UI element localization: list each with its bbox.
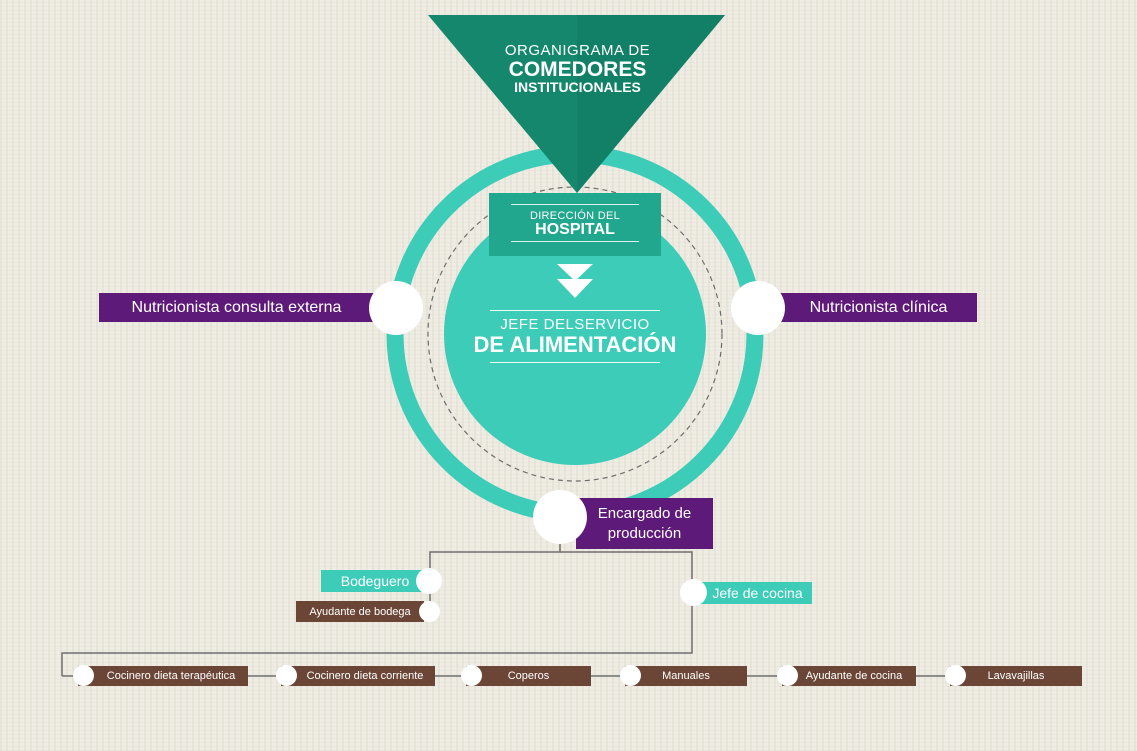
node-dot-encargado bbox=[533, 490, 587, 544]
header-triangle-shade bbox=[577, 15, 725, 193]
node-dot-left bbox=[369, 281, 423, 335]
node-dot-bodeguero bbox=[416, 568, 442, 594]
role-nutricionista-consulta-externa[interactable]: Nutricionista consulta externa bbox=[99, 293, 374, 322]
role-lavavajillas[interactable]: Lavavajillas bbox=[950, 666, 1082, 686]
connector-encargado-bodega bbox=[429, 543, 561, 612]
node-dot-right bbox=[731, 281, 785, 335]
divider bbox=[490, 310, 660, 311]
role-cocinero-dieta-terapeutica[interactable]: Cocinero dieta terapéutica bbox=[78, 666, 248, 686]
down-arrow-icon bbox=[557, 264, 593, 298]
divider bbox=[511, 204, 639, 205]
role-nutricionista-clinica[interactable]: Nutricionista clínica bbox=[780, 293, 977, 322]
node-dot-staff bbox=[620, 665, 641, 686]
role-jefe-cocina[interactable]: Jefe de cocina bbox=[693, 582, 812, 604]
node-dot-staff bbox=[276, 665, 297, 686]
role-ayudante-bodega[interactable]: Ayudante de bodega bbox=[296, 601, 424, 622]
direccion-hospital-box[interactable]: DIRECCIÓN DEL HOSPITAL bbox=[489, 193, 661, 256]
role-manuales[interactable]: Manuales bbox=[625, 666, 747, 686]
inner-circle bbox=[444, 203, 706, 465]
role-bodeguero[interactable]: Bodeguero bbox=[321, 570, 429, 592]
node-dot-ayudante-bodega bbox=[419, 601, 440, 622]
node-dot-staff bbox=[461, 665, 482, 686]
connector-jefe-cocina-staff bbox=[61, 592, 693, 676]
dashed-ring bbox=[427, 186, 723, 482]
role-cocinero-dieta-corriente[interactable]: Cocinero dieta corriente bbox=[281, 666, 435, 686]
jefe-line1: JEFE DELSERVICIO bbox=[500, 316, 650, 333]
role-ayudante-cocina[interactable]: Ayudante de cocina bbox=[782, 666, 916, 686]
direccion-line1: DIRECCIÓN DEL bbox=[529, 210, 621, 222]
jefe-line2: DE ALIMENTACIÓN bbox=[473, 332, 677, 357]
node-dot-staff bbox=[73, 665, 94, 686]
jefe-servicio-title[interactable]: JEFE DELSERVICIO DE ALIMENTACIÓN bbox=[455, 310, 695, 363]
header-line2: COMEDORES bbox=[508, 58, 647, 81]
connector-encargado-jefe-cocina bbox=[560, 551, 693, 592]
divider bbox=[511, 241, 639, 242]
header-line3: INSTITUCIONALES bbox=[514, 79, 641, 95]
header-line1: ORGANIGRAMA DE bbox=[504, 42, 651, 59]
node-dot-staff bbox=[945, 665, 966, 686]
connector-lines bbox=[61, 543, 1082, 677]
role-coperos[interactable]: Coperos bbox=[466, 666, 591, 686]
node-dot-jefe-cocina bbox=[680, 579, 707, 606]
direccion-line2: HOSPITAL bbox=[535, 221, 615, 238]
header-title: ORGANIGRAMA DE COMEDORES INSTITUCIONALES bbox=[480, 42, 675, 95]
divider bbox=[490, 362, 660, 363]
role-encargado-produccion[interactable]: Encargado de producción bbox=[576, 498, 713, 549]
node-dot-staff bbox=[777, 665, 798, 686]
